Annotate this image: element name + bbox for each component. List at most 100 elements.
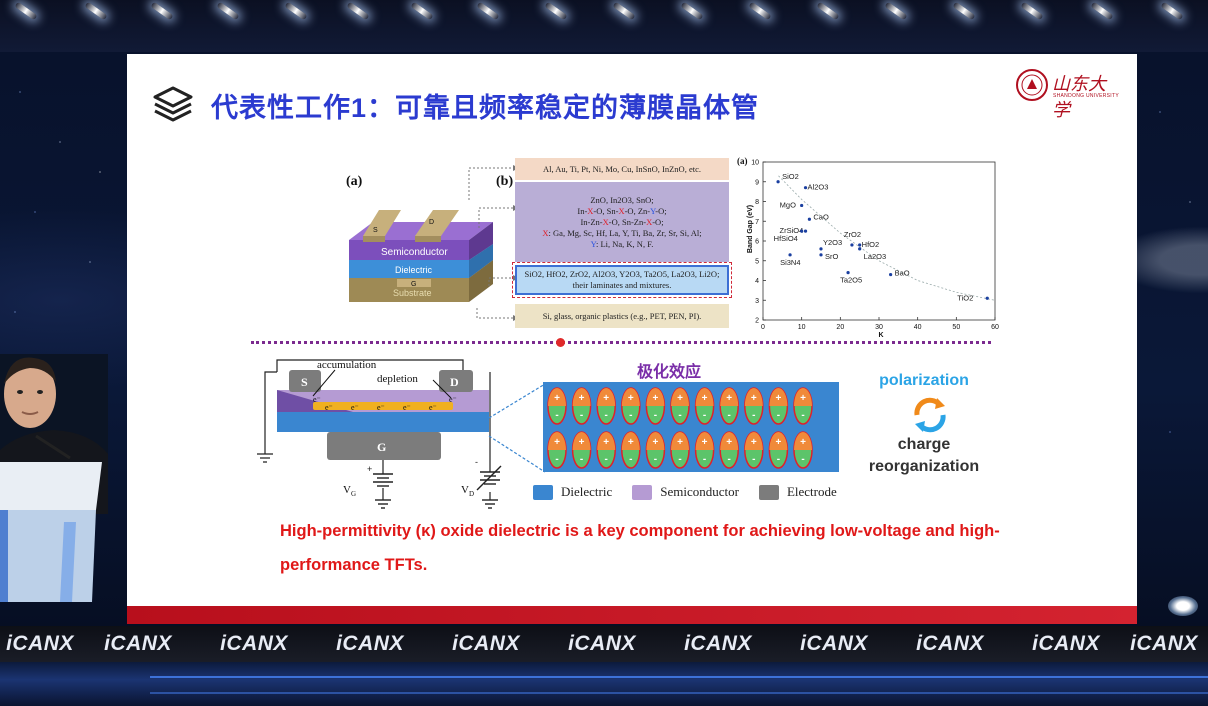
data-point (819, 247, 823, 251)
slide-footer-bar (127, 606, 1137, 624)
semiconductor-materials: ZnO, In2O3, SnO; In-X-O, Sn-X-O, Zn-Y-O;… (515, 182, 729, 262)
svg-text:+: + (603, 437, 609, 448)
dipole: +- (670, 387, 690, 425)
svg-text:-: - (605, 410, 608, 421)
dipole: +- (694, 431, 715, 469)
svg-text:+: + (652, 437, 658, 448)
svg-text:-: - (555, 454, 558, 465)
presentation-slide: 代表性工作1：可靠且频率稳定的薄膜晶体管 山东大学 SHANDONG UNIVE… (127, 54, 1137, 624)
dipole: +- (621, 431, 641, 469)
banner-logo: iCANX (568, 632, 636, 655)
depletion-label: depletion (377, 373, 418, 385)
banner-logo: iCANX (916, 632, 984, 655)
point-label: MgO (780, 200, 796, 209)
data-point (776, 180, 780, 184)
substrate-materials: Si, glass, organic plastics (e.g., PET, … (515, 304, 729, 328)
data-point (803, 229, 808, 233)
ceiling-light (84, 1, 108, 21)
accumulation-label: accumulation (317, 359, 377, 371)
ceiling-light (476, 1, 500, 21)
dotted-separator (251, 341, 991, 344)
legend-dielectric-label: Dielectric (561, 484, 613, 499)
substrate-materials-text: Si, glass, organic plastics (e.g., PET, … (542, 310, 702, 321)
x-tick-label: 50 (952, 324, 960, 331)
svg-text:-: - (777, 410, 780, 421)
dipole: +- (596, 387, 616, 425)
dipole: +- (719, 387, 739, 425)
x-tick-label: 0 (761, 324, 765, 331)
svg-text:-: - (703, 454, 706, 465)
dipole: +- (744, 387, 764, 425)
dipole-grid: +-+-+-+-+-+-+-+-+-+-+-+-+-+-+-+-+-+-+-+-… (543, 382, 839, 472)
refresh-cycle-icon (914, 397, 946, 433)
data-point (858, 243, 862, 247)
data-point (889, 272, 893, 277)
y-tick-label: 7 (755, 219, 759, 226)
svg-text:-: - (728, 454, 731, 465)
y-tick-label: 8 (755, 199, 759, 206)
svg-text:-: - (475, 457, 478, 467)
y-tick-label: 6 (755, 239, 759, 246)
stage-ceiling (0, 0, 1208, 52)
svg-text:+: + (702, 437, 708, 448)
data-point (800, 229, 804, 233)
electrode-materials: Al, Au, Ti, Pt, Ni, Mo, Cu, InSnO, InZnO… (515, 158, 729, 180)
ceiling-light (284, 1, 308, 21)
legend-electrode: Electrode (758, 484, 837, 500)
svg-text:-: - (654, 410, 657, 421)
dipole: +- (645, 431, 666, 469)
svg-text:+: + (554, 437, 560, 448)
x-tick-label: 60 (991, 324, 999, 331)
electron-symbol: e⁻ (313, 395, 321, 404)
dipole: +- (793, 387, 813, 425)
vd-label: VD (461, 484, 474, 498)
svg-text:+: + (800, 437, 806, 448)
university-seal-icon (1016, 69, 1048, 101)
banner-logo: iCANX (336, 632, 404, 655)
dipole: +- (596, 431, 616, 469)
university-name: 山东大学 (1052, 74, 1106, 121)
semi-line-1: ZnO, In2O3, SnO; (590, 194, 654, 205)
svg-text:+: + (367, 464, 372, 474)
banner-logo: iCANX (684, 632, 752, 655)
svg-text:+: + (775, 437, 781, 448)
svg-text:-: - (801, 454, 804, 465)
dipole: +- (547, 431, 567, 469)
trend-curve (778, 175, 996, 301)
semiconductor-layer-label: Semiconductor (381, 247, 448, 258)
data-point (846, 271, 850, 275)
legend-swatch-semiconductor (632, 484, 653, 500)
banner-logo: iCANX (104, 632, 172, 655)
svg-text:-: - (728, 410, 731, 421)
svg-text:+: + (726, 393, 732, 404)
source-label: S (373, 227, 378, 234)
banner-logo: iCANX (452, 632, 520, 655)
y-tick-label: 9 (755, 179, 759, 186)
svg-text:+: + (628, 393, 634, 404)
svg-text:-: - (654, 454, 657, 465)
y-tick-label: 5 (755, 258, 759, 265)
slide-title: 代表性工作1：可靠且频率稳定的薄膜晶体管 (211, 93, 760, 123)
point-label: CaO (813, 212, 829, 221)
dipole: +- (571, 387, 592, 425)
banner-logo: iCANX (220, 632, 288, 655)
data-point (858, 247, 862, 251)
x-tick-label: 30 (875, 324, 883, 331)
y-tick-label: 10 (751, 160, 759, 167)
semi-line-4: X: Ga, Mg, Sc, Hf, La, Y, Ti, Ba, Zr, Sr… (542, 227, 702, 238)
legend-dielectric: Dielectric (533, 484, 612, 500)
tft-drain-label: D (450, 375, 459, 389)
ceiling-light (680, 1, 704, 21)
semi-line-3: In-Zn-X-O, Sn-Zn-X-O; (580, 216, 664, 227)
point-label: HfO2 (862, 240, 880, 249)
x-tick-label: 20 (836, 324, 844, 331)
y-tick-label: 2 (755, 318, 759, 325)
svg-text:-: - (678, 454, 681, 465)
dipole: +- (744, 431, 764, 469)
ceiling-light (612, 1, 636, 21)
floor-light-strip (150, 676, 1208, 678)
tft-schematic: S D G e⁻ e⁻ e⁻ e⁻ e⁻ e⁻ e⁻ accumulation … (257, 359, 502, 509)
data-point (803, 186, 808, 190)
dipole: +- (694, 387, 715, 425)
